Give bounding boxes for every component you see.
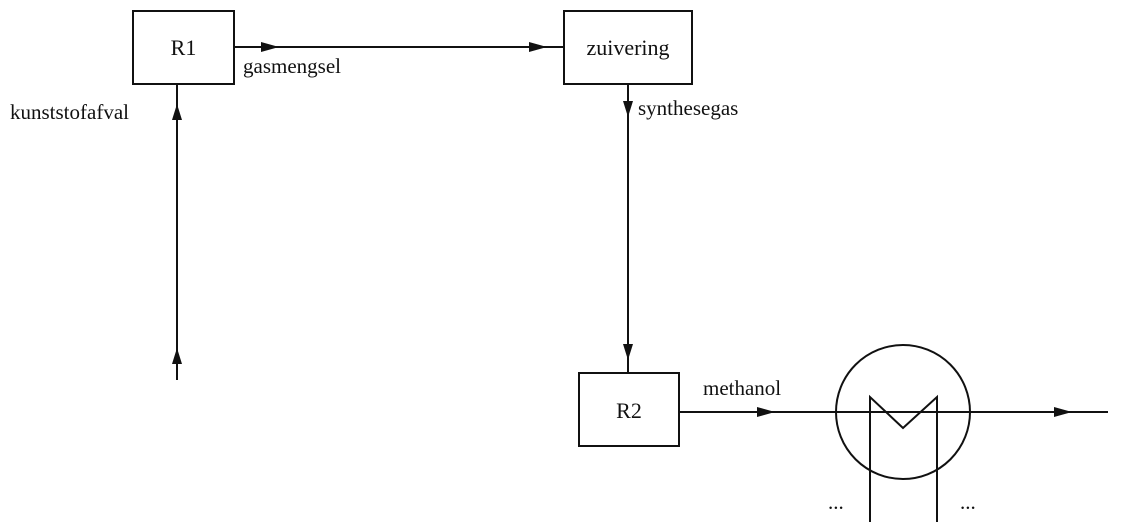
heat-exchanger-circle [835,344,971,480]
arrow-plastic-waste-top [172,104,182,120]
arrow-outlet [1054,407,1072,417]
synthesis-gas-label: synthesegas [638,96,739,120]
arrow-gas-mixture-left [261,42,279,52]
r2-label: R2 [616,398,642,423]
heat-exchanger-right-ellipsis: ... [960,490,976,514]
plastic-waste-label: kunststofafval [10,100,129,124]
methanol-label: methanol [703,376,782,400]
arrow-synthesis-gas-bottom [623,344,633,360]
gas-mixture-label: gasmengsel [243,54,341,78]
arrow-methanol [757,407,775,417]
r1-label: R1 [170,35,197,60]
heat-exchanger-left-ellipsis: ... [828,490,844,514]
arrow-synthesis-gas-top [623,101,633,117]
arrow-gas-mixture-right [529,42,547,52]
purification-label: zuivering [586,35,670,60]
heat-exchanger-coil [869,394,938,522]
arrow-plastic-waste-bottom [172,348,182,364]
